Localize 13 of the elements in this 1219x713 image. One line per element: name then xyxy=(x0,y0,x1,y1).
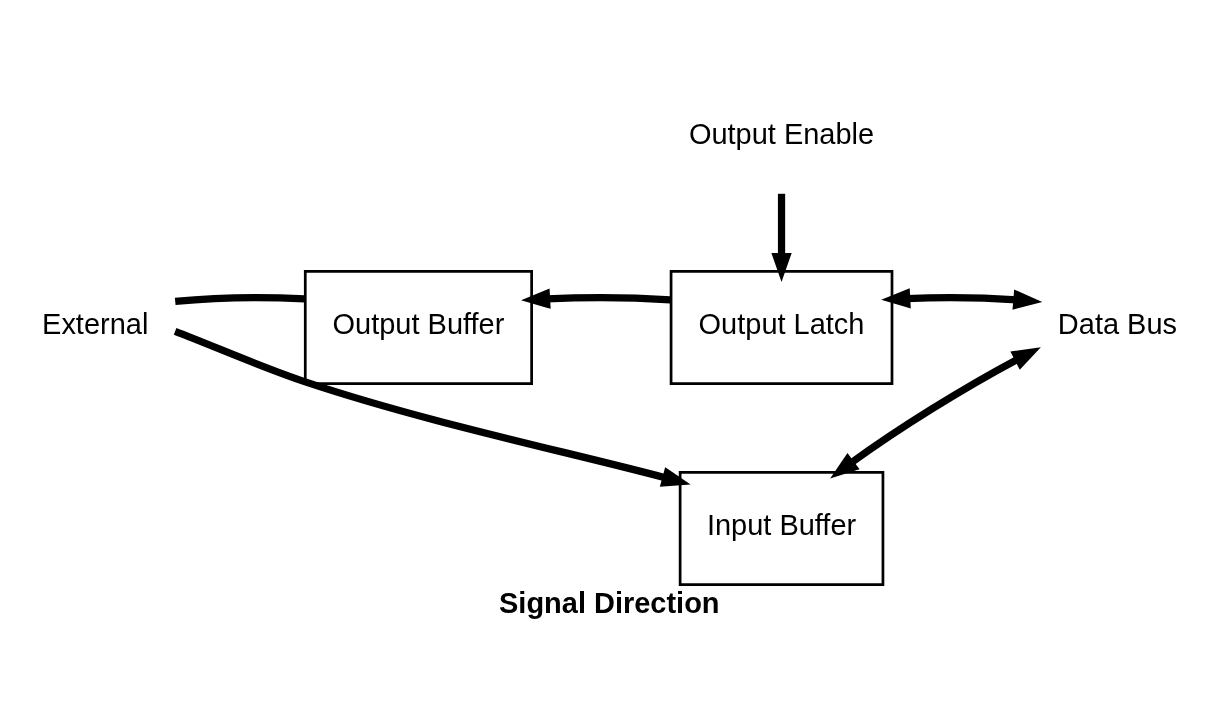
arrow xyxy=(881,288,1043,310)
node-box: Output Latch xyxy=(669,270,894,386)
node-text: Data Bus xyxy=(1057,308,1178,341)
arrow xyxy=(521,288,671,309)
arrow xyxy=(173,328,691,487)
connector xyxy=(174,294,306,305)
node-text: External xyxy=(42,308,149,341)
arrow xyxy=(830,347,1041,479)
node-box: Input Buffer xyxy=(678,471,885,587)
node-box: Output Buffer xyxy=(303,270,533,386)
caption: Signal Direction xyxy=(499,587,720,620)
node-text: Output Enable xyxy=(688,118,875,151)
arrow xyxy=(771,193,792,283)
